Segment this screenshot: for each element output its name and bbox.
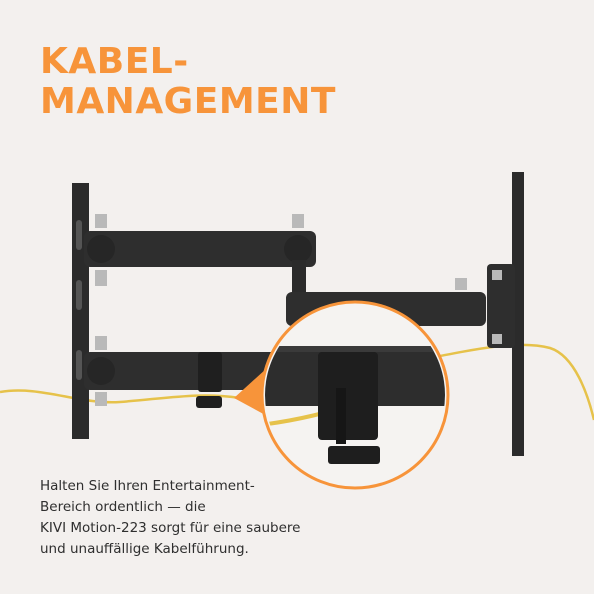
upper-arm — [84, 231, 316, 267]
description-line-3: KIVI Motion-223 sorgt für eine saubere — [40, 520, 301, 536]
headline-line-2: MANAGEMENT — [40, 81, 336, 122]
tv-plate — [512, 172, 524, 456]
description-line-4: und unauffällige Kabelführung. — [40, 541, 249, 557]
description: Halten Sie Ihren Entertainment- Bereich … — [40, 476, 360, 560]
cable-clip — [198, 352, 222, 392]
lower-arm — [84, 352, 280, 390]
headline: KABEL- MANAGEMENT — [40, 42, 336, 122]
description-line-2: Bereich ordentlich — die — [40, 499, 206, 515]
headline-line-1: KABEL- — [40, 41, 189, 82]
description-line-1: Halten Sie Ihren Entertainment- — [40, 478, 255, 494]
